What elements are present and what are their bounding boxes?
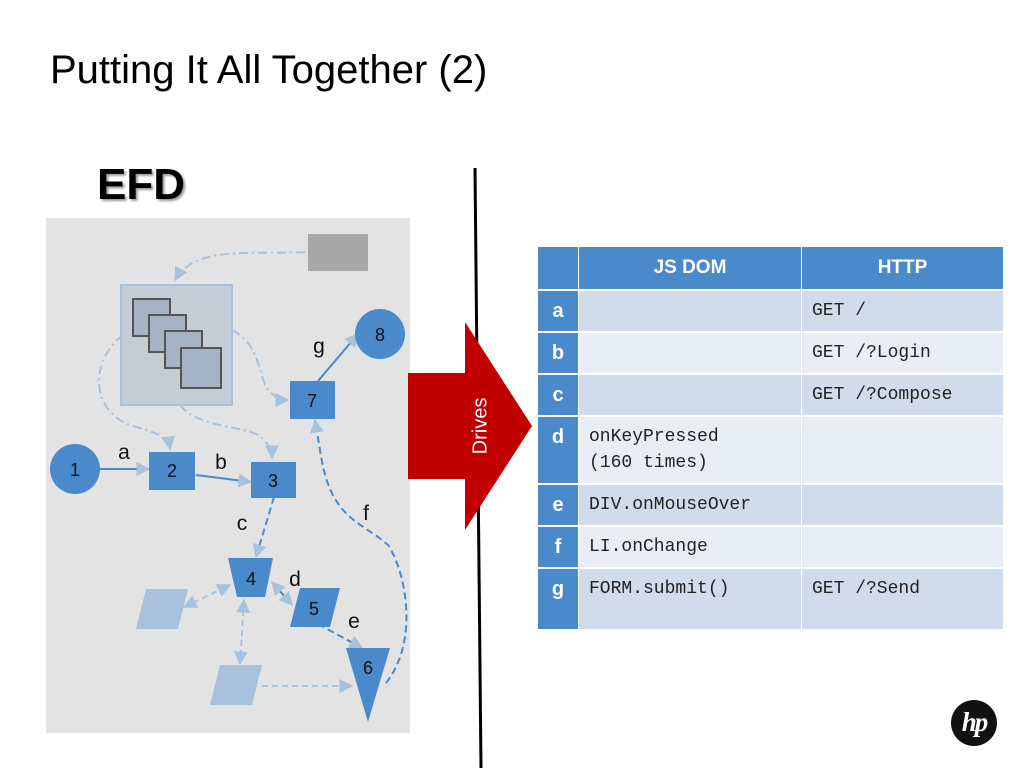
edge-label-c: c [237, 512, 248, 535]
row-js-dom [578, 331, 802, 375]
row-http: GET /?Send [801, 567, 1004, 631]
node-8 [355, 309, 405, 359]
flow-edges-dashed [252, 418, 408, 684]
node-3 [251, 462, 296, 498]
row-http: GET /?Compose [801, 373, 1004, 417]
node-5-label: 5 [309, 599, 319, 619]
row-http: GET /?Login [801, 331, 1004, 375]
node-5 [290, 588, 340, 627]
node-2 [149, 452, 195, 490]
row-key: b [537, 331, 579, 375]
edge-f [310, 418, 408, 684]
faded-shape-bottom [210, 665, 262, 705]
edge-label-a: a [118, 441, 130, 464]
table-row: b GET /?Login [537, 331, 1004, 375]
edge-e [317, 623, 364, 649]
edge-b [195, 473, 253, 488]
row-http: GET / [801, 289, 1004, 333]
row-key: e [537, 483, 579, 527]
node-7 [290, 381, 335, 419]
row-http [801, 415, 1004, 485]
gray-box [308, 234, 368, 271]
row-js-dom: onKeyPressed (160 times) [578, 415, 802, 485]
node-7-label: 7 [307, 391, 317, 411]
table-header-js-dom: JS DOM [578, 246, 802, 291]
node-4 [228, 558, 273, 597]
table-header-key [537, 246, 579, 291]
node-4-label: 4 [246, 569, 256, 589]
edge-label-e: e [348, 610, 360, 633]
table-header-http: HTTP [801, 246, 1004, 291]
table-row: f LI.onChange [537, 525, 1004, 569]
row-key: d [537, 415, 579, 485]
table-row: d onKeyPressed (160 times) [537, 415, 1004, 485]
node-6-label: 6 [363, 658, 373, 678]
drives-label: Drives [469, 398, 491, 455]
node-8-label: 8 [375, 325, 385, 345]
row-key: f [537, 525, 579, 569]
row-js-dom: DIV.onMouseOver [578, 483, 802, 527]
table-header-row: JS DOM HTTP [537, 246, 1004, 291]
row-js-dom [578, 373, 802, 417]
row-js-dom: FORM.submit() [578, 567, 802, 631]
table-row: c GET /?Compose [537, 373, 1004, 417]
table-row: g FORM.submit() GET /?Send [537, 567, 1004, 631]
table-row: a GET / [537, 289, 1004, 333]
faded-connectors [98, 251, 306, 460]
faded-shape-left [136, 589, 188, 629]
node-6 [346, 648, 390, 722]
node-1 [50, 444, 100, 494]
row-js-dom [578, 289, 802, 333]
row-http [801, 483, 1004, 527]
table-row: e DIV.onMouseOver [537, 483, 1004, 527]
drives-arrow [408, 322, 532, 530]
row-js-dom: LI.onChange [578, 525, 802, 569]
node-1-label: 1 [70, 460, 80, 480]
row-http [801, 525, 1004, 569]
edge-label-d: d [289, 568, 301, 591]
row-key: g [537, 567, 579, 631]
row-key: a [537, 289, 579, 333]
edge-label-g: g [313, 335, 325, 358]
hp-logo: hp [951, 700, 997, 746]
flow-mapping-table: JS DOM HTTP a GET / b GET /?Login c GET … [537, 246, 1004, 631]
node-2-label: 2 [167, 461, 177, 481]
flow-edges [100, 332, 359, 488]
slide-title: Putting It All Together (2) [50, 48, 488, 92]
node-3-label: 3 [268, 471, 278, 491]
edge-label-f: f [363, 502, 369, 525]
faded-links [182, 584, 354, 693]
efd-heading: EFD [97, 160, 185, 209]
row-key: c [537, 373, 579, 417]
edge-label-b: b [215, 451, 227, 474]
stacked-pages [132, 298, 222, 389]
edge-d [271, 580, 293, 607]
edge-g [317, 332, 359, 382]
